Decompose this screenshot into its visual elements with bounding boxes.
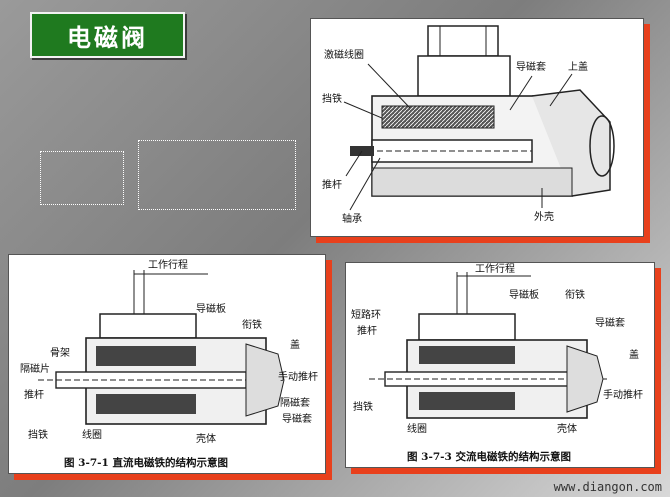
label-guide-sleeve: 导磁套: [595, 316, 625, 329]
label-guide-sleeve: 导磁套: [282, 412, 312, 425]
label-coil: 激磁线圈: [324, 48, 364, 61]
label-bearing: 轴承: [342, 212, 362, 225]
label-push-rod: 推杆: [24, 388, 44, 401]
label-cover: 盖: [629, 348, 639, 361]
watermark: www.diangon.com: [553, 480, 662, 494]
slide-title: 电磁阀: [30, 12, 185, 58]
label-push-rod: 推杆: [357, 324, 377, 337]
label-guide-plate: 导磁板: [196, 302, 226, 315]
label-top-cover: 上盖: [568, 60, 588, 73]
label-armature: 衔铁: [565, 288, 585, 301]
solenoid-figure-top: 激磁线圈 导磁套 上盖 挡铁 推杆 轴承 外壳: [310, 18, 650, 243]
label-body: 壳体: [196, 432, 216, 445]
ac-solenoid-drawing: 工作行程 短路环 导磁板 衔铁 推杆 导磁套 盖 手动推杆 挡铁 线圈 壳体 图…: [351, 262, 643, 463]
ac-caption: 图 3-7-3 交流电磁铁的结构示意图: [407, 450, 571, 463]
dc-solenoid-drawing: 工作行程 导磁板 衔铁 骨架 盖 隔磁片 手动推杆 推杆 隔磁套 导磁套 挡铁 …: [20, 258, 318, 469]
label-coil: 线圈: [407, 422, 427, 435]
label-stop-iron: 挡铁: [353, 400, 373, 413]
label-frame: 骨架: [50, 347, 70, 359]
placeholder-box-small: [40, 151, 124, 205]
label-manual-rod: 手动推杆: [603, 388, 643, 401]
label-coil: 线圈: [82, 428, 102, 441]
label-magnetic-sleeve: 隔磁套: [280, 396, 310, 409]
solenoid-drawing-top: 激磁线圈 导磁套 上盖 挡铁 推杆 轴承 外壳: [322, 25, 615, 225]
label-cover: 盖: [290, 338, 300, 351]
dc-solenoid-figure: 工作行程 导磁板 衔铁 骨架 盖 隔磁片 手动推杆 推杆 隔磁套 导磁套 挡铁 …: [8, 254, 332, 480]
placeholder-box-large: [138, 140, 296, 210]
label-stop-iron: 挡铁: [322, 92, 342, 105]
dc-caption: 图 3-7-1 直流电磁铁的结构示意图: [64, 456, 228, 469]
ac-solenoid-figure: 工作行程 短路环 导磁板 衔铁 推杆 导磁套 盖 手动推杆 挡铁 线圈 壳体 图…: [345, 262, 661, 474]
label-guide-plate: 导磁板: [509, 288, 539, 301]
label-housing: 外壳: [534, 210, 554, 223]
label-stroke: 工作行程: [475, 262, 515, 275]
label-manual-rod: 手动推杆: [278, 370, 318, 383]
label-armature: 衔铁: [242, 318, 262, 331]
label-short-ring: 短路环: [351, 308, 381, 321]
label-spacer: 隔磁片: [20, 362, 50, 375]
label-body: 壳体: [557, 422, 577, 435]
label-push-rod: 推杆: [322, 178, 342, 191]
label-stroke: 工作行程: [148, 258, 188, 271]
label-stop-iron: 挡铁: [28, 428, 48, 441]
label-guide-sleeve: 导磁套: [516, 60, 546, 73]
